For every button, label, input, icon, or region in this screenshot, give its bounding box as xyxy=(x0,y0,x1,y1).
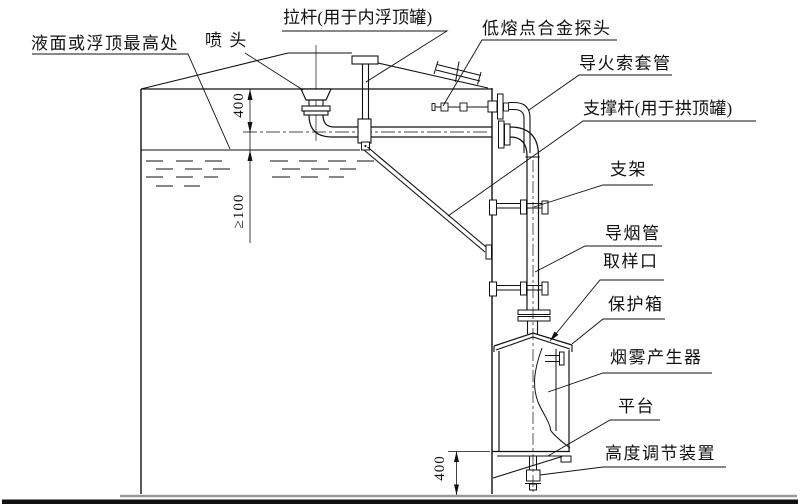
dimension-top xyxy=(247,89,253,243)
label-smoke-pipe: 导烟管 xyxy=(605,224,661,243)
sprinkler xyxy=(300,45,335,141)
tank-outline xyxy=(140,52,493,494)
dim-text-min-clearance: ≥100 xyxy=(231,193,247,229)
support-brace xyxy=(363,146,492,260)
pipe-bracket-lower xyxy=(489,281,549,297)
label-nozzle: 喷 头 xyxy=(205,31,248,50)
label-platform: 平台 xyxy=(618,397,655,416)
alloy-probe xyxy=(431,93,509,120)
label-smoke-generator: 烟雾产生器 xyxy=(610,348,703,367)
dimension-bottom xyxy=(448,451,490,495)
height-adjuster xyxy=(492,455,563,491)
label-support-rod: 支撑杆(用于拱顶罐) xyxy=(583,99,733,118)
fuse-conduit-pipe xyxy=(508,101,531,153)
leader-arrow xyxy=(550,331,559,341)
platform-plate xyxy=(492,450,572,463)
label-sampling-port: 取样口 xyxy=(603,252,659,271)
ground-lines xyxy=(2,494,798,504)
smoke-pipe xyxy=(498,120,540,310)
label-liquid-level: 液面或浮顶最高处 xyxy=(31,34,179,53)
label-alloy-probe: 低熔点合金探头 xyxy=(482,19,612,38)
pipe-bracket-upper xyxy=(489,199,549,216)
roof-nozzle xyxy=(433,60,482,85)
dim-text-platform-height: 400 xyxy=(432,455,448,481)
leader-lines xyxy=(32,30,756,476)
label-protection-box: 保护箱 xyxy=(608,295,664,314)
label-height-adjuster: 高度调节装置 xyxy=(605,444,716,463)
label-fuse-conduit: 导火索套管 xyxy=(579,54,672,73)
smoke-generator-body xyxy=(534,347,571,449)
dim-text-roof-to-pipe: 400 xyxy=(231,92,247,118)
label-pull-rod: 拉杆(用于内浮顶罐) xyxy=(283,8,433,27)
sampling-port-flange xyxy=(517,309,551,334)
label-bracket: 支架 xyxy=(610,160,647,179)
water-dashes xyxy=(146,160,374,187)
pull-rod xyxy=(351,55,379,151)
